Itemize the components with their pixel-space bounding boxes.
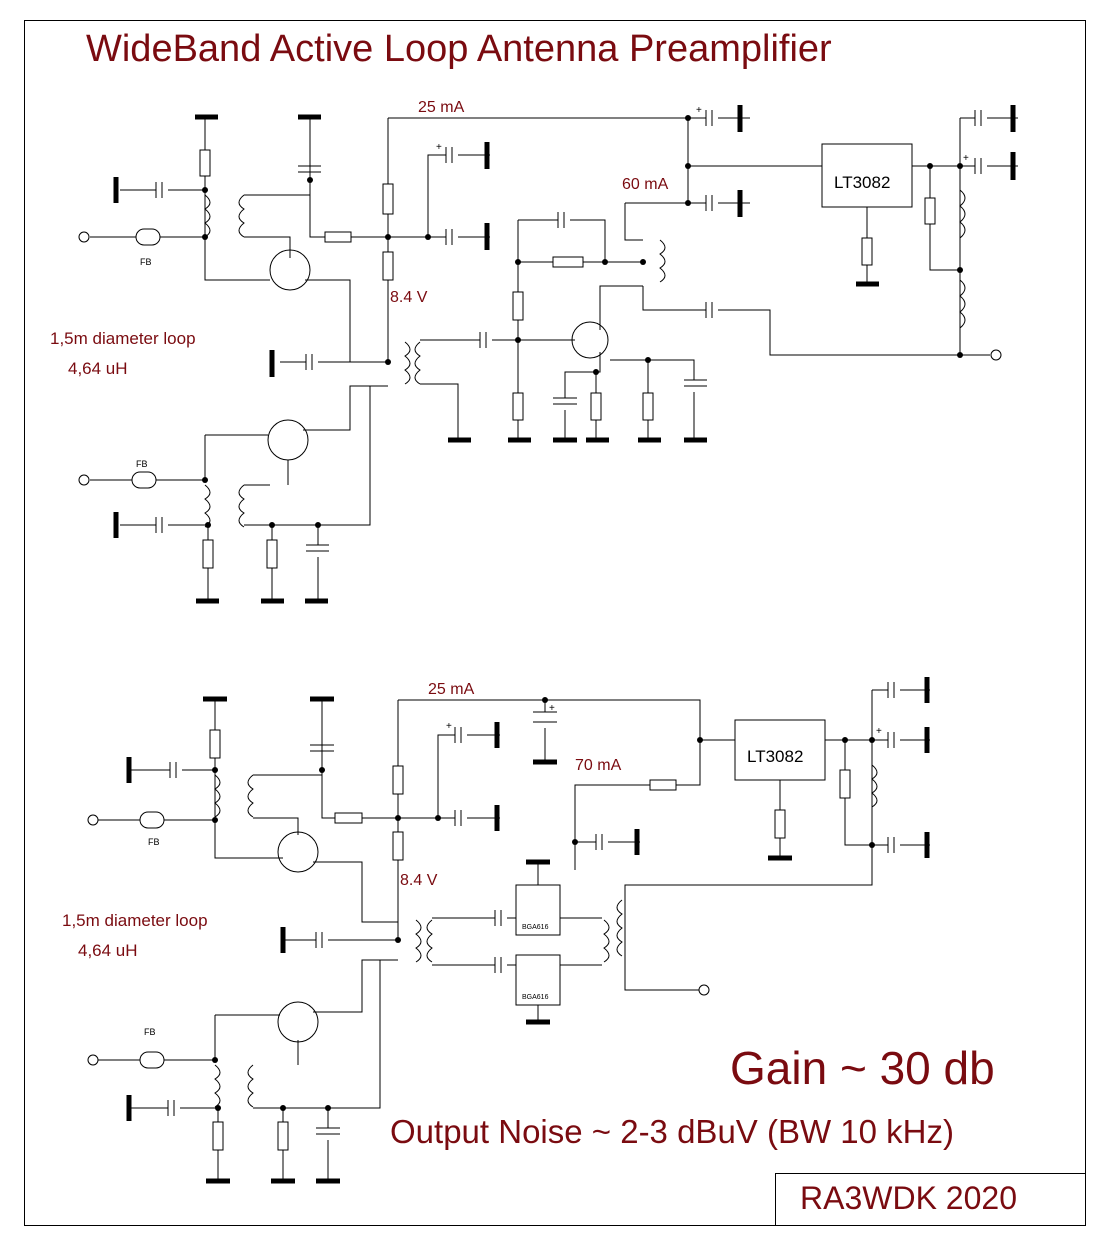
transistor-top-1 — [269, 249, 311, 291]
bottom-amp-1-label: BGA616 — [522, 924, 549, 931]
bottom-regulator-label: LT3082 — [747, 747, 804, 766]
top-loop-size: 1,5m diameter loop — [50, 329, 196, 348]
bottom-current-70: 70 mA — [575, 757, 622, 774]
top-polarity-2: + — [436, 142, 442, 153]
top-polarity-3: + — [963, 153, 969, 164]
top-current-60: 60 mA — [622, 176, 669, 193]
transistor-bottom-2 — [277, 1001, 319, 1043]
noise-label: Output Noise ~ 2-3 dBuV (BW 10 kHz) — [390, 1113, 954, 1150]
bottom-polarity-2: + — [446, 721, 452, 732]
top-ferrite-1: FB — [140, 257, 152, 267]
gain-label: Gain ~ 30 db — [730, 1042, 995, 1094]
top-circuit — [78, 105, 1018, 604]
author-signature: RA3WDK 2020 — [800, 1180, 1017, 1216]
top-polarity-1: + — [696, 105, 702, 116]
title-block-box — [775, 1173, 1086, 1226]
bottom-loop-size: 1,5m diameter loop — [62, 911, 208, 930]
top-current-25: 25 mA — [418, 99, 465, 116]
bottom-polarity-1: + — [549, 703, 555, 714]
transistor-top-3 — [571, 321, 609, 359]
drawing-frame — [24, 20, 1086, 1226]
page-title: WideBand Active Loop Antenna Preamplifie… — [86, 28, 832, 70]
bottom-amp-2-label: BGA616 — [522, 994, 549, 1001]
top-voltage: 8.4 V — [390, 289, 428, 306]
bottom-ferrite-1: FB — [148, 837, 160, 847]
bottom-polarity-3: + — [876, 726, 882, 737]
top-ferrite-2: FB — [136, 459, 148, 469]
bottom-voltage: 8.4 V — [400, 872, 438, 889]
bottom-circuit — [87, 677, 930, 1184]
bottom-loop-inductance: 4,64 uH — [78, 941, 138, 960]
transistor-bottom-1 — [277, 831, 319, 873]
transistor-top-2 — [267, 419, 309, 461]
bottom-current-25: 25 mA — [428, 681, 475, 698]
top-regulator-label: LT3082 — [834, 173, 891, 192]
bottom-ferrite-2: FB — [144, 1027, 156, 1037]
top-loop-inductance: 4,64 uH — [68, 359, 128, 378]
